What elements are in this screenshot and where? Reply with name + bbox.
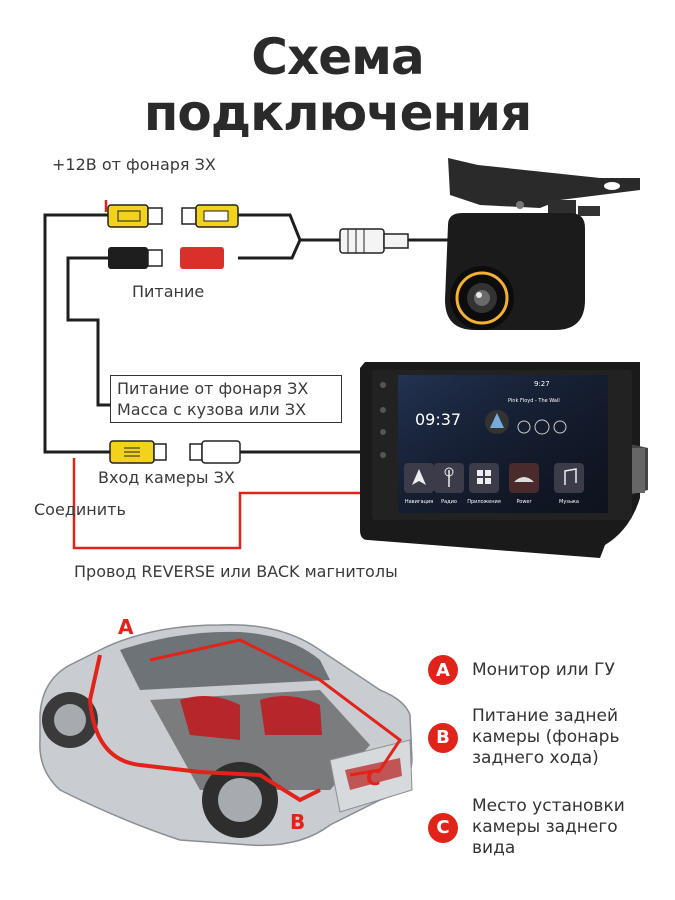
legend-text-a: Монитор или ГУ xyxy=(472,659,615,680)
legend-badge-b: B xyxy=(428,722,458,753)
screen-clock: 09:37 xyxy=(415,410,461,429)
note-line-1: Питание от фонаря ЗХ xyxy=(117,379,309,398)
screen-status-time: 9:27 xyxy=(534,380,550,388)
legend-text-b: Питание задней камеры (фонарь заднего хо… xyxy=(472,706,620,768)
legend-badge-c: C xyxy=(428,812,458,843)
head-unit-icon: 09:37 9:27 Pink Floyd - The Wall xyxy=(360,362,648,558)
title-line-1: Схема xyxy=(251,28,424,86)
rca-connector-yellow-female xyxy=(181,204,239,228)
svg-text:Радио: Радио xyxy=(441,499,457,505)
rca-connector-red-female xyxy=(180,247,224,269)
label-power-12v: +12В от фонаря ЗХ xyxy=(52,155,216,174)
car-marker-c: C xyxy=(366,766,381,790)
legend-item-c: C Место установки камеры заднего вида xyxy=(428,796,652,859)
rca-connector-black-male xyxy=(108,247,163,269)
legend-item-b: B Питание задней камеры (фонарь заднего … xyxy=(428,706,652,769)
car-marker-a: A xyxy=(118,615,134,639)
rear-camera-icon xyxy=(445,158,640,330)
legend-text-c: Место установки камеры заднего вида xyxy=(472,796,625,858)
app-icon-radio: Радио xyxy=(434,463,464,505)
rca-connector-camera-input-yellow xyxy=(109,440,167,464)
label-power: Питание xyxy=(132,282,205,301)
svg-text:Power: Power xyxy=(516,499,532,505)
screen-app-icons: Навигация Радио Приложения Power Музыка xyxy=(404,463,584,505)
app-icon-apps: Приложения xyxy=(467,463,501,505)
car-marker-b: B xyxy=(290,810,306,834)
note-box: Питание от фонаря ЗХ Масса с кузова или … xyxy=(110,375,342,423)
title-line-2: подключения xyxy=(143,84,532,142)
app-icon-power: Power xyxy=(509,463,539,505)
legend-item-a: A Монитор или ГУ xyxy=(428,655,652,685)
rca-connector-camera-input-white xyxy=(189,440,241,464)
screen-track: Pink Floyd - The Wall xyxy=(508,398,560,404)
legend-badge-a: A xyxy=(428,655,458,685)
red-wires xyxy=(72,200,365,550)
label-connect: Соединить xyxy=(34,500,126,519)
app-icon-music: Музыка xyxy=(554,463,584,505)
svg-text:Навигация: Навигация xyxy=(405,499,433,505)
car-illustration xyxy=(39,623,413,847)
label-reverse-wire: Провод REVERSE или BACK магнитолы xyxy=(74,562,398,581)
app-icon-navigation: Навигация xyxy=(404,463,434,505)
label-camera-input: Вход камеры ЗХ xyxy=(98,468,235,487)
svg-text:Музыка: Музыка xyxy=(559,499,579,505)
rca-connector-yellow-male xyxy=(107,204,163,228)
black-wires xyxy=(43,213,450,454)
svg-text:Приложения: Приложения xyxy=(467,499,501,505)
note-line-2: Масса с кузова или ЗХ xyxy=(117,400,307,419)
camera-cable-plug xyxy=(339,228,409,254)
